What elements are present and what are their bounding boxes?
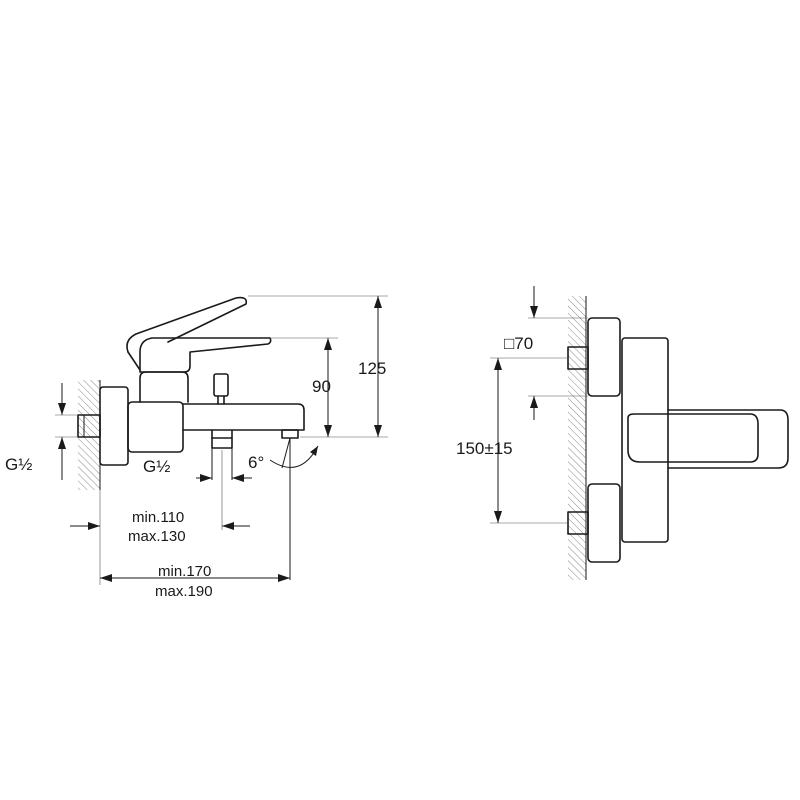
dim-depth-long-max: max.190 bbox=[155, 583, 213, 600]
lower-flange bbox=[587, 483, 621, 563]
lever-handle bbox=[139, 337, 272, 373]
wall-hatch-left bbox=[78, 380, 100, 490]
wall-hatch-right bbox=[568, 296, 586, 580]
cartridge-housing bbox=[139, 371, 189, 403]
thread-inlet-label: G½ bbox=[5, 455, 32, 474]
front-spout bbox=[667, 409, 789, 469]
center-distance-label: 150±15 bbox=[456, 439, 513, 458]
thread-outlet-label: G½ bbox=[143, 457, 170, 476]
spout bbox=[182, 403, 305, 431]
dim-height-total: 125 bbox=[358, 359, 386, 378]
front-lever bbox=[627, 413, 759, 463]
wall-flange bbox=[99, 386, 129, 466]
lever-handle-raised bbox=[126, 296, 248, 353]
diverter-knob bbox=[213, 373, 229, 397]
front-view: □70 150±15 bbox=[456, 286, 789, 580]
front-body bbox=[621, 337, 669, 543]
side-view: 125 90 G½ G½ 6° min. bbox=[5, 295, 388, 600]
outlet-nipple bbox=[211, 437, 233, 449]
flange-size-label: □70 bbox=[504, 334, 533, 353]
mixer-body bbox=[127, 401, 184, 453]
upper-flange bbox=[587, 317, 621, 397]
dim-depth-short-min: min.110 bbox=[132, 509, 184, 526]
dim-depth-short-max: max.130 bbox=[128, 528, 186, 545]
dim-height-spout: 90 bbox=[312, 377, 331, 396]
spout-angle-label: 6° bbox=[248, 453, 264, 472]
dim-depth-long-min: min.170 bbox=[158, 563, 211, 580]
aerator bbox=[281, 429, 299, 439]
